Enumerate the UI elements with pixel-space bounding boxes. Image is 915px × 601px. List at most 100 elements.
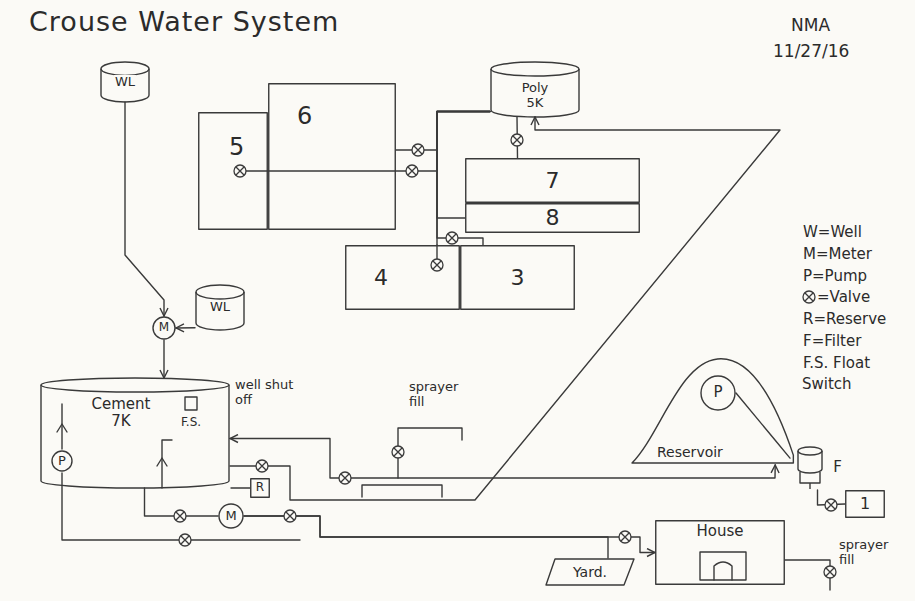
node-label: P [712,384,723,401]
meter-symbol: M [152,316,176,340]
pipe-connector [244,516,608,558]
pipe-connector [125,102,164,316]
legend-text: R=Reserve [802,310,887,328]
outlet-box: 1 [845,490,885,518]
valve-symbol [256,460,268,472]
legend-entry: F.S. Float Switch [802,353,910,397]
valve-symbol [406,165,418,177]
legend-text: W=Well [802,223,863,241]
legend-text: F=Filter [802,332,862,350]
flow-arrow [157,458,167,466]
flow-arrow [57,424,67,432]
house: House [655,520,785,585]
legend-entry: M=Meter [802,244,910,266]
signature: NMA [790,16,831,36]
pipe [785,560,830,590]
cyl-outline [40,378,230,488]
node-label: F [832,459,843,476]
pipe [162,440,172,488]
yard-area: Yard. [545,558,635,586]
node-label: 6 [296,103,313,131]
valve-symbol [802,290,816,304]
pump-symbol: P [51,450,73,472]
well-tank: WL [195,285,245,330]
legend-text: P=Pump [802,267,868,285]
node-label: 1 [859,495,871,513]
garden-bed: 8 [465,203,640,233]
sprayer-riser [398,428,462,478]
garden-bed: 6 [268,83,396,230]
garden-bed: 7 [465,158,640,203]
node-label: P [57,454,67,469]
valve-symbol [392,446,404,458]
cement-tank: Cement 7K P F.S. [40,378,230,488]
legend-entry: =Valve [802,287,910,309]
legend: W=WellM=MeterP=Pump =ValveR=ReserveF=Filt… [802,222,910,396]
node-label: 3 [510,265,526,290]
valve-symbol [284,510,296,522]
diagram-title: Crouse Water System [28,6,340,37]
note-label: sprayer fill [838,538,900,568]
reservoir: Reservoir P [630,355,795,465]
valve-symbol [431,259,443,271]
node-label: Poly 5K [512,81,558,111]
note-label: well shut off [234,378,296,408]
valve-symbol [511,134,523,146]
legend-entry: P=Pump [802,266,910,288]
node-label: 7 [545,168,561,193]
node-label: M [224,509,237,524]
garden-bed: 4 [345,245,460,310]
legend-entry: R=Reserve [802,309,910,331]
legend-entry: F=Filter [802,331,910,353]
node-label: 5 [228,134,245,162]
node-label: Cement 7K [84,396,158,431]
house-door [714,562,732,580]
valve-symbol [339,472,351,484]
valve-symbol [412,144,424,156]
node-label: F.S. [180,416,202,430]
node-label: WL [114,75,136,90]
pipe [246,170,268,171]
rect-outline [345,245,460,310]
valve-symbol [824,566,836,578]
pipe [436,245,437,259]
node-label: WL [209,300,231,315]
legend-text: =Valve [816,288,871,306]
node-label: M [158,321,170,335]
poly-tank: Poly 5K [490,62,580,117]
pipe-connector [230,439,775,479]
rect-outline [198,112,268,230]
valve-symbol [179,534,191,546]
valve-symbol [174,510,186,522]
legend-text: F.S. Float Switch [802,354,870,394]
filter: F [790,445,845,490]
valve-symbol [619,531,631,543]
node-label: House [695,523,744,540]
pipe-connector [176,327,195,329]
valve-symbol [446,232,458,244]
reserve-symbol: R [250,478,270,498]
legend-text: M=Meter [802,245,873,263]
garden-bed: 3 [460,245,575,310]
pipe-connector [244,516,655,553]
pipe [231,487,250,488]
garden-bed: 5 [198,112,268,230]
pipe-connector [396,112,490,151]
node-label: Yard. [572,564,608,580]
date-label: 11/27/16 [772,42,850,62]
note-label: sprayer fill [408,380,470,410]
pipe-connector [437,112,490,246]
node-label: R [255,481,265,495]
node-label: 4 [373,265,389,290]
valve-symbol [234,165,246,177]
node-label: Reservoir [656,444,724,460]
house-window [700,552,746,580]
legend-entry: W=Well [802,222,910,244]
pipe-connector [437,112,490,246]
meter-symbol: M [218,503,244,529]
sprayer-stand [362,485,442,497]
